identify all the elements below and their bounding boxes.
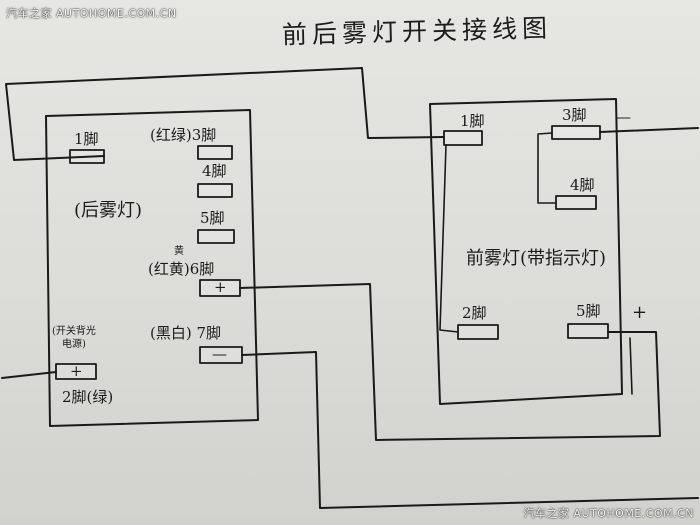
rear-pin4-label: 4脚: [202, 162, 227, 180]
rear-pin7-label: (黑白) 7脚: [150, 324, 222, 342]
rear-pin6-label: (红黄)6脚: [148, 260, 215, 278]
front-pin-box-5: [567, 323, 609, 339]
wire-rear7-ground: [241, 351, 699, 509]
rear-pin1-label: 1脚: [74, 130, 99, 148]
wire-rear6-front5: [239, 283, 661, 441]
rear-pin2-sign: +: [70, 362, 83, 380]
front-pin1-label: 1脚: [460, 112, 485, 130]
wire-front5-branch: [629, 337, 633, 395]
wire-rear2-left: [1, 371, 57, 379]
rear-pin-box-3: [197, 145, 233, 160]
watermark-top-left: 汽车之家 AUTOHOME.COM.CN: [6, 7, 177, 20]
rear-pin2-note-2: 电源): [62, 339, 86, 350]
front-pin-box-4: [555, 195, 597, 210]
front-pin5-label: 5脚: [576, 302, 601, 320]
front-pin-box-3: [551, 125, 601, 140]
front-switch-outline: [429, 98, 623, 405]
rear-switch-outline: [45, 109, 259, 427]
rear-switch-name: (后雾灯): [74, 200, 143, 221]
front-pin4-label: 4脚: [570, 176, 595, 194]
rear-pin3-label: (红绿)3脚: [150, 126, 217, 144]
rear-pin5-label: 5脚: [200, 209, 225, 227]
front-pin3-sign: —: [616, 108, 631, 126]
rear-pin6-sign: +: [214, 278, 227, 296]
front-pin5-sign: +: [632, 302, 648, 323]
front-switch-name: 前雾灯(带指示灯): [466, 248, 607, 269]
rear-pin-box-4: [197, 183, 233, 198]
rear-pin2-note-1: (开关背光: [52, 326, 96, 337]
rear-pin2-label: 2脚(绿): [62, 388, 114, 406]
front-pin-box-1: [443, 130, 483, 146]
wire-front1-front2: [439, 144, 459, 333]
wire-front3-front4: [537, 132, 557, 204]
rear-pin7-sign: —: [212, 345, 227, 363]
front-pin-box-2: [457, 324, 499, 340]
wire-front3-minus: [599, 127, 699, 133]
watermark-bottom-right: 汽车之家 AUTOHOME.COM.CN: [523, 507, 694, 520]
rear-pin6-color-note: 黄: [174, 246, 184, 257]
rear-pin-box-5: [197, 229, 235, 244]
front-pin3-label: 3脚: [562, 106, 587, 124]
wire-rear1-front1: [5, 67, 445, 161]
front-pin2-label: 2脚: [462, 304, 487, 322]
